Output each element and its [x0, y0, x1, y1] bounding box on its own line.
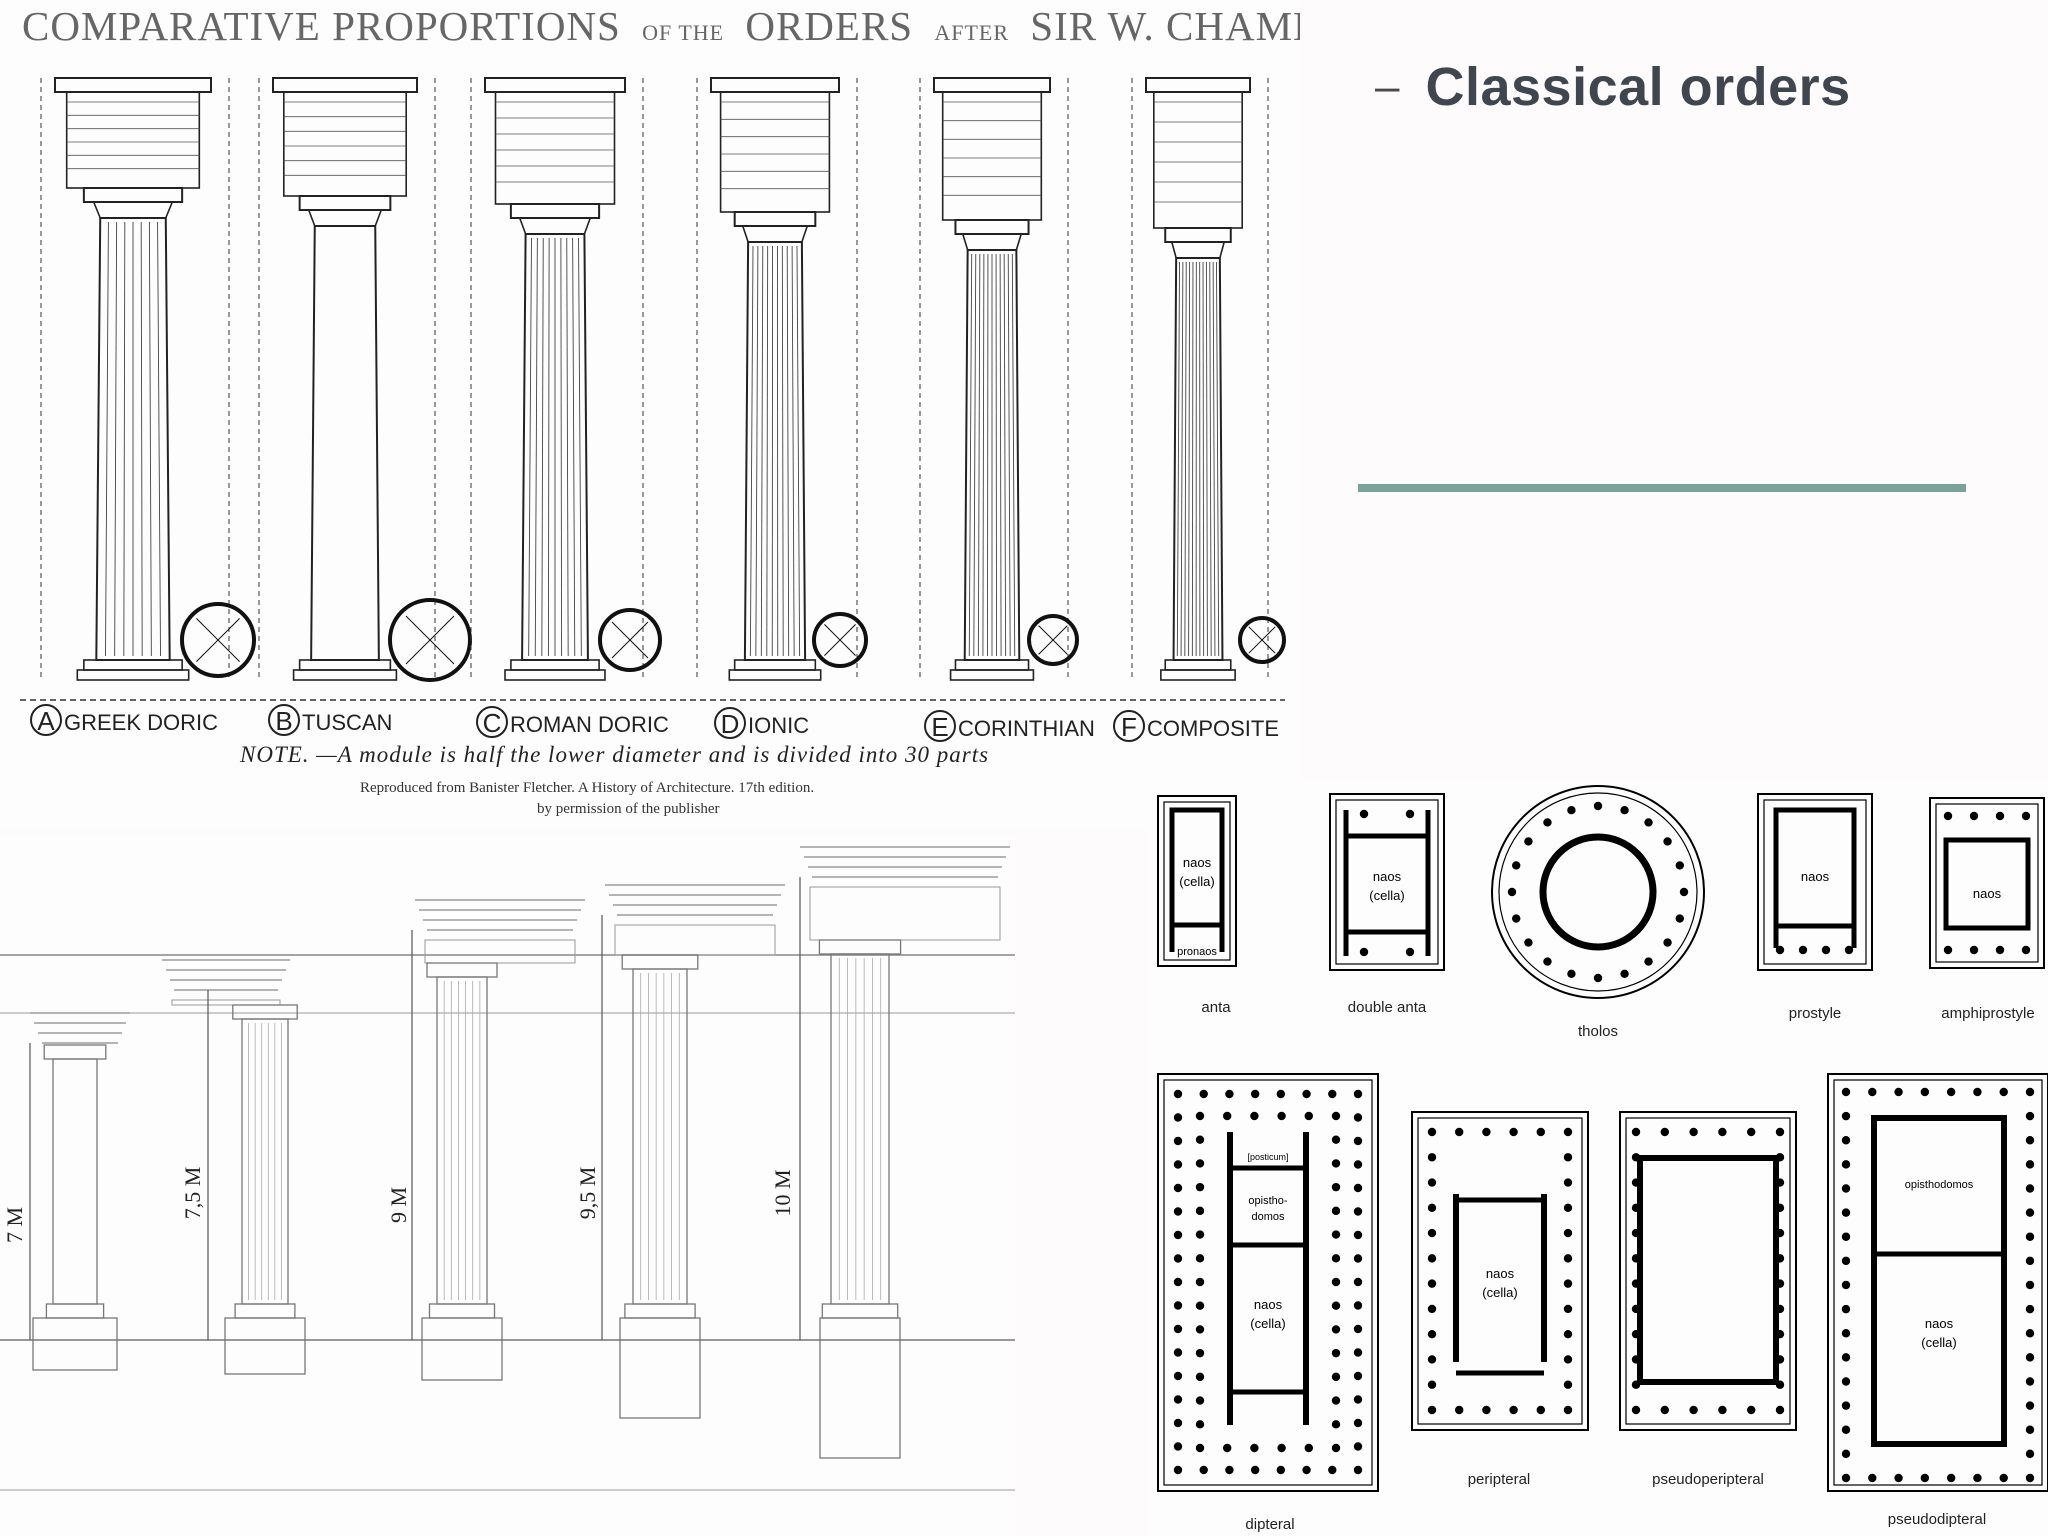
height-label-1: 7 M: [2, 1207, 27, 1243]
plan-prostyle: naos prostyle: [1757, 793, 1873, 1022]
svg-text:opistho-: opistho-: [1248, 1195, 1287, 1207]
plate-credit-2: by permission of the publisher: [537, 801, 719, 817]
svg-text:F: F: [1121, 712, 1137, 742]
svg-text:naos: naos: [1373, 869, 1402, 884]
svg-text:pronaos: pronaos: [1177, 946, 1217, 958]
plan-amphiprostyle: naos amphiprostyle: [1929, 797, 2045, 1022]
order-label-d: D IONIC: [714, 707, 809, 739]
accent-divider: [1358, 484, 1966, 492]
plan-label-anta: anta: [1201, 999, 1231, 1016]
slide-title: Classical orders: [1425, 57, 1851, 117]
svg-text:naos: naos: [1183, 855, 1212, 870]
elevation-column-3: [411, 899, 585, 1381]
svg-text:opisthodomos: opisthodomos: [1905, 1179, 1974, 1191]
column-height-elevation: 7 M 7,5 M 9 M 9,5 M 10 M: [0, 835, 1015, 1535]
svg-text:E: E: [931, 712, 948, 742]
svg-text:A: A: [37, 706, 55, 736]
svg-text:ROMAN DORIC: ROMAN DORIC: [510, 712, 669, 737]
elevation-column-5: [799, 846, 1010, 1459]
height-label-3: 9 M: [386, 1187, 411, 1223]
svg-text:naos: naos: [1925, 1316, 1954, 1331]
svg-text:CORINTHIAN: CORINTHIAN: [958, 716, 1095, 741]
svg-text:GREEK DORIC: GREEK DORIC: [64, 710, 218, 735]
height-label-5: 10 M: [770, 1169, 795, 1216]
plan-anta: naos (cella) pronaos anta: [1157, 795, 1237, 1016]
elevation-column-2: [162, 959, 306, 1375]
svg-text:domos: domos: [1251, 1211, 1285, 1223]
elevation-columns: [29, 846, 1010, 1459]
svg-text:(cella): (cella): [1482, 1285, 1517, 1300]
svg-text:amphiprostyle: amphiprostyle: [1941, 1005, 2034, 1022]
height-label-4: 9,5 M: [575, 1167, 600, 1220]
plan-dipteral: [posticum] opistho- domos naos (cella) d…: [1157, 1073, 1379, 1533]
svg-text:dipteral: dipteral: [1245, 1516, 1294, 1533]
svg-text:(cella): (cella): [1921, 1335, 1956, 1350]
svg-text:naos: naos: [1973, 886, 2002, 901]
plate-column-5: [919, 77, 1079, 681]
svg-text:B: B: [275, 706, 292, 736]
order-label-a: A GREEK DORIC: [30, 704, 218, 736]
plate-title: COMPARATIVE PROPORTIONS OF THE ORDERS AF…: [22, 3, 1300, 49]
elevation-column-1: [29, 1012, 130, 1371]
svg-text:double anta: double anta: [1348, 999, 1427, 1016]
svg-text:peripteral: peripteral: [1468, 1471, 1531, 1488]
plate-columns: [20, 77, 1286, 701]
order-labels: A GREEK DORIC B TUSCAN C ROMAN DORIC D IONIC…: [30, 704, 1279, 742]
slide-heading: – Classical orders: [1375, 52, 1851, 122]
plate-column-6: [1131, 77, 1286, 681]
svg-text:(cella): (cella): [1250, 1316, 1285, 1331]
svg-text:pseudoperipteral: pseudoperipteral: [1652, 1471, 1764, 1488]
svg-text:tholos: tholos: [1578, 1023, 1618, 1040]
svg-text:[posticum]: [posticum]: [1247, 1152, 1288, 1162]
svg-text:(cella): (cella): [1179, 874, 1214, 889]
order-label-e: E CORINTHIAN: [924, 710, 1095, 742]
plan-dots: [1173, 801, 2035, 1483]
order-label-b: B TUSCAN: [268, 704, 392, 736]
svg-text:naos: naos: [1801, 869, 1830, 884]
plate-column-1: [40, 77, 256, 681]
plate-column-2: [258, 77, 472, 682]
svg-text:pseudodipteral: pseudodipteral: [1888, 1511, 1986, 1528]
plate-column-4: [696, 77, 868, 681]
svg-text:naos: naos: [1486, 1266, 1515, 1281]
svg-text:D: D: [721, 709, 740, 739]
svg-text:(cella): (cella): [1369, 888, 1404, 903]
plate-column-3: [470, 77, 662, 681]
elevation-column-4: [601, 884, 785, 1419]
svg-text:prostyle: prostyle: [1789, 1005, 1842, 1022]
chambers-plate: COMPARATIVE PROPORTIONS OF THE ORDERS AF…: [0, 0, 1300, 830]
plate-credit: Reproduced from Banister Fletcher. A His…: [360, 780, 814, 796]
svg-text:naos: naos: [1254, 1297, 1283, 1312]
heading-bullet: –: [1375, 62, 1400, 111]
svg-text:COMPOSITE: COMPOSITE: [1147, 716, 1279, 741]
order-label-f: F COMPOSITE: [1113, 710, 1279, 742]
temple-plans: naos (cella) pronaos anta naos (cella) d…: [1150, 780, 2048, 1536]
plate-note: NOTE. —A module is half the lower diamet…: [239, 742, 989, 767]
plan-pseudodipteral: opisthodomos naos (cella) pseudodipteral: [1827, 1073, 2048, 1528]
plan-peripteral: naos (cella) peripteral: [1411, 1111, 1589, 1488]
svg-text:C: C: [483, 708, 502, 738]
svg-text:IONIC: IONIC: [748, 713, 809, 738]
order-label-c: C ROMAN DORIC: [476, 706, 669, 738]
plan-tholos: tholos: [1491, 785, 1705, 1040]
plan-double-anta: naos (cella) double anta: [1329, 793, 1445, 1016]
height-label-2: 7,5 M: [180, 1167, 205, 1220]
svg-text:TUSCAN: TUSCAN: [302, 710, 392, 735]
plan-pseudoperipteral: pseudoperipteral: [1619, 1111, 1797, 1488]
